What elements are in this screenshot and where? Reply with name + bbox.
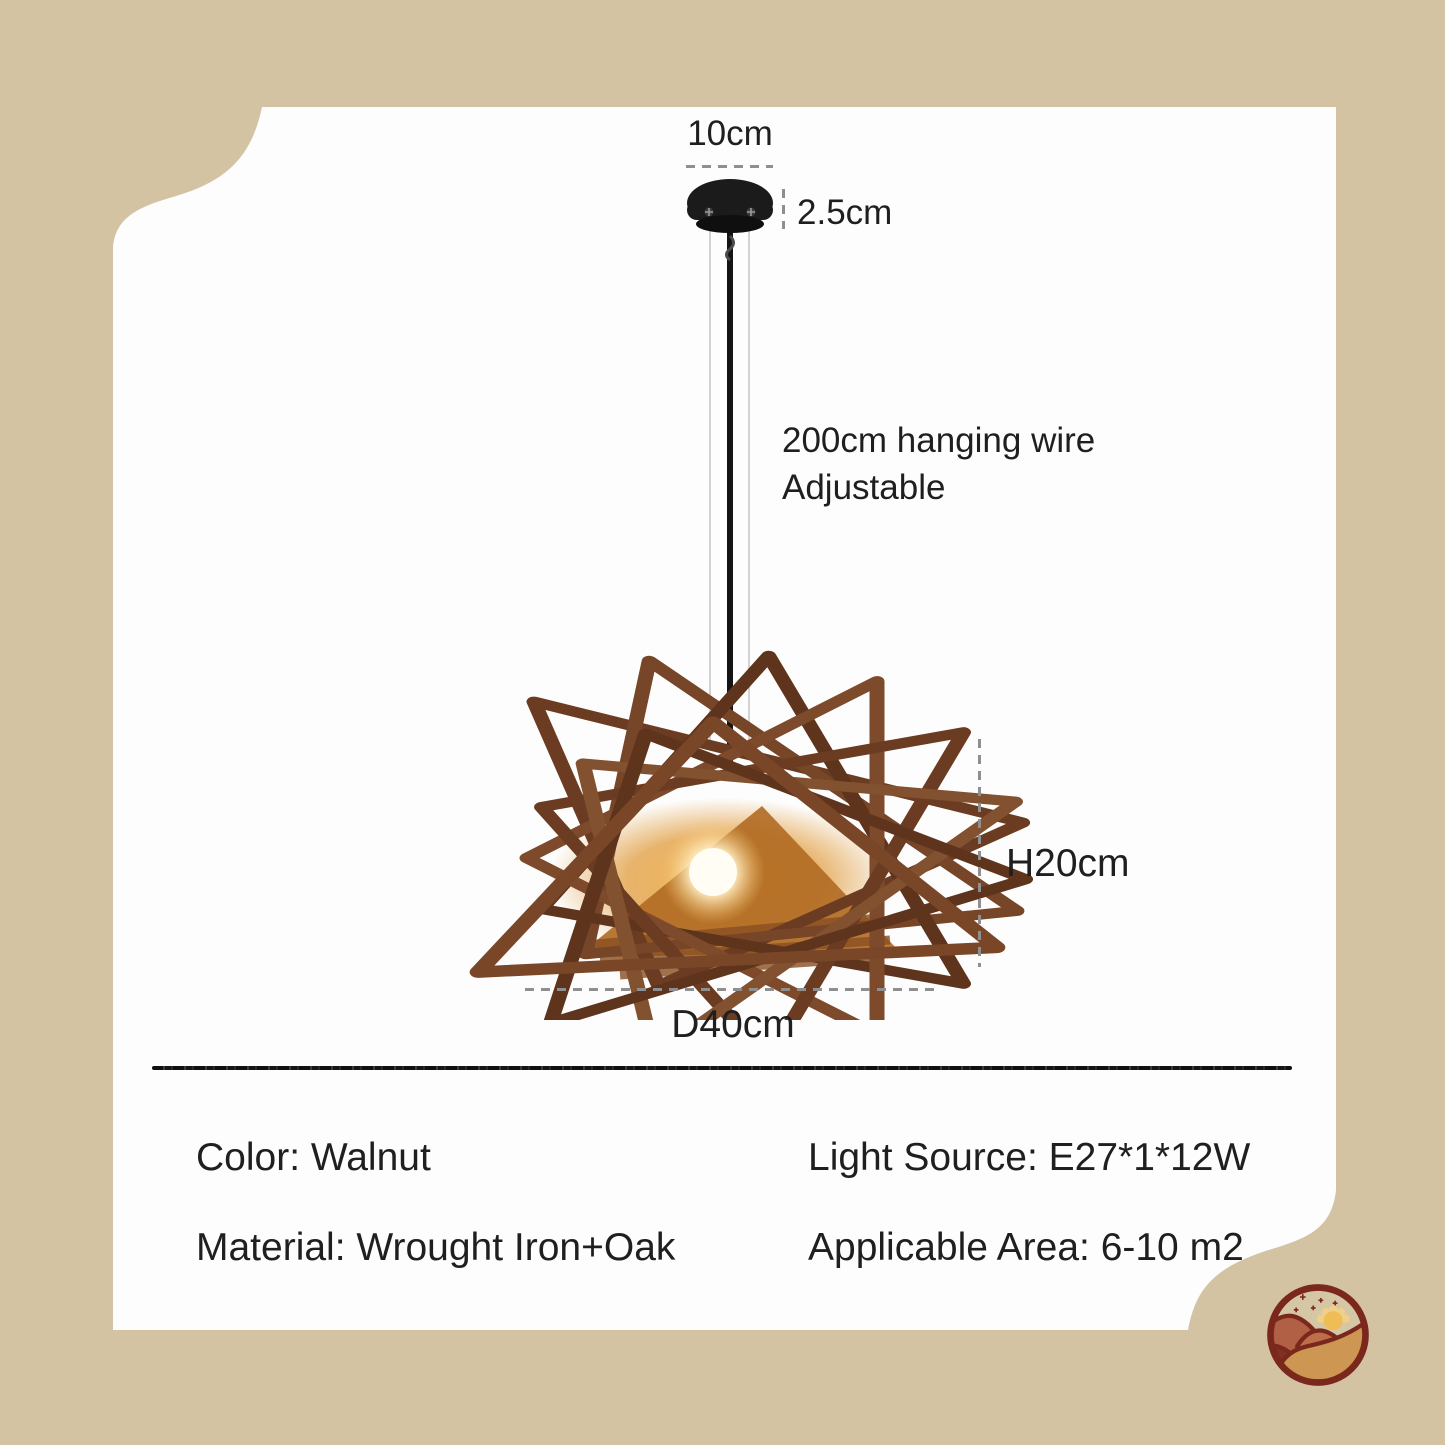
canopy-hook (725, 234, 735, 262)
shade-height-dimension-line (978, 739, 981, 967)
spec-area: Applicable Area: 6-10 m2 (808, 1226, 1244, 1269)
canopy-height-label: 2.5cm (797, 193, 893, 232)
logo-stars (1293, 1294, 1338, 1313)
hanging-wire-note-line2: Adjustable (782, 468, 946, 507)
canopy-width-dimension-line (686, 165, 773, 168)
shade-diameter-label: D40cm (671, 1003, 795, 1046)
desert-dunes-logo (1267, 1284, 1369, 1386)
hanging-wire-note-line1: 200cm hanging wire (782, 421, 1096, 460)
hanging-wire-note: 200cm hanging wire Adjustable (782, 417, 1095, 511)
logo-sun (1316, 1305, 1350, 1331)
spec-material: Material: Wrought Iron+Oak (196, 1226, 676, 1269)
hanging-wires (709, 228, 750, 764)
canopy-height-dimension-line (782, 189, 785, 229)
shade-height-label: H20cm (1006, 842, 1130, 885)
ceiling-canopy (687, 179, 773, 262)
section-divider (152, 1066, 1292, 1070)
logo-ring (1267, 1284, 1369, 1386)
wooden-spiral-shade (469, 650, 1034, 1020)
spec-color: Color: Walnut (196, 1136, 431, 1179)
canopy-screw-left (704, 207, 714, 217)
pendant-lamp-photo (469, 179, 1034, 1020)
shade-diameter-dimension-line (525, 988, 938, 991)
spec-light-source: Light Source: E27*1*12W (808, 1136, 1251, 1179)
light-bulb (661, 820, 765, 924)
canopy-screw-right (746, 207, 756, 217)
canopy-width-label: 10cm (687, 114, 773, 153)
